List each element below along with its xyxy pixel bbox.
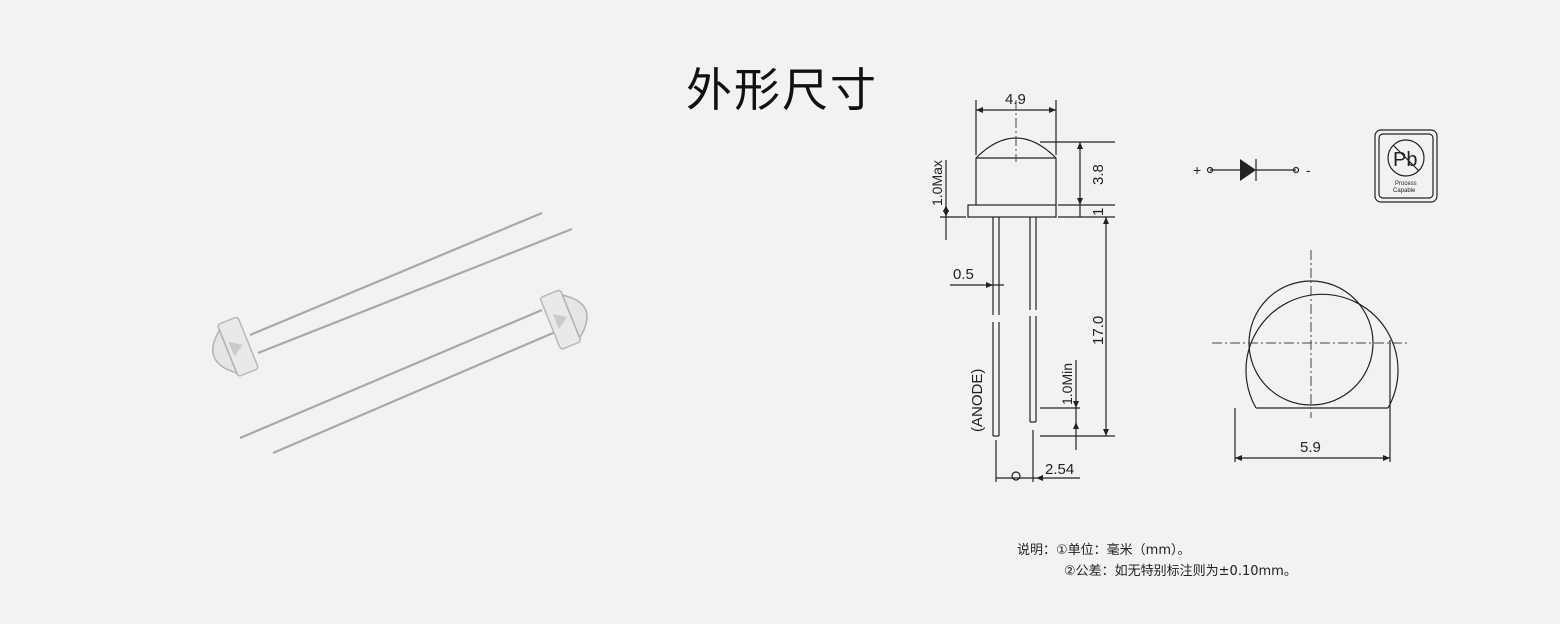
dim-lead-min: 1.0Min <box>1059 363 1075 405</box>
diode-minus-label: - <box>1306 162 1311 178</box>
dim-top-width: 4.9 <box>1005 91 1026 108</box>
page-title: 外形尺寸 <box>686 63 878 117</box>
led-dome-outline <box>975 137 1057 205</box>
pb-process: Process <box>1395 181 1417 187</box>
led-left <box>211 211 573 377</box>
dim-dome-height: 3.8 <box>1090 164 1107 185</box>
dim-flange-max: 1.0Max <box>929 160 945 206</box>
led-flange <box>967 204 1057 218</box>
dim-lead-length: 17.0 <box>1090 316 1107 345</box>
led-right <box>239 289 588 455</box>
note-units: 说明：①单位：毫米（mm）。 <box>1017 543 1191 558</box>
pb-badge-outer <box>1374 129 1438 203</box>
pb-capable: Capable <box>1393 188 1416 194</box>
dim-lead-width: 0.5 <box>953 266 974 283</box>
led-bottom-outline <box>1245 293 1399 409</box>
dim-bottom-diameter: 5.9 <box>1300 439 1321 456</box>
dim-pitch: 2.54 <box>1045 461 1074 478</box>
diode-arrow <box>1240 159 1256 181</box>
anode-label: (ANODE) <box>969 369 986 432</box>
diode-plus-label: + <box>1193 162 1201 178</box>
pb-symbol: Pb <box>1393 149 1417 171</box>
notes: 说明：①单位：毫米（mm）。 ②公差：如无特别标注则为±0.10mm。 <box>1017 540 1297 582</box>
dim-flange: 1 <box>1090 208 1107 216</box>
led-photo <box>211 211 588 455</box>
note-tolerance: ②公差：如无特别标注则为±0.10mm。 <box>1064 564 1297 579</box>
